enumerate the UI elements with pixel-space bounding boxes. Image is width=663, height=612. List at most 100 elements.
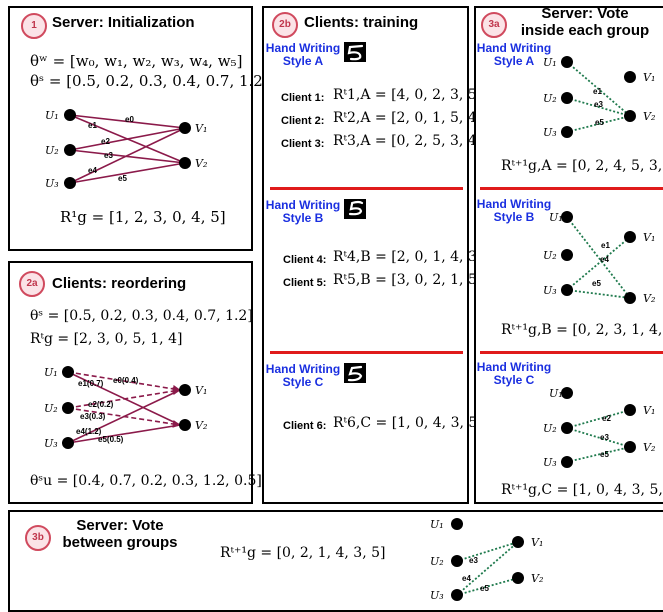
node-v2	[624, 292, 636, 304]
edge-e2	[69, 127, 186, 151]
client-5-ranking: Rᵗ5,B = [3, 0, 2, 1, 5, 4]	[333, 272, 501, 288]
initial-ranking-equation: R¹g = [1, 2, 3, 0, 4, 5]	[60, 208, 226, 226]
node-label-v1: V₁	[643, 404, 655, 417]
client-4-label: Client 4:	[283, 254, 327, 266]
node-u3	[561, 456, 573, 468]
digit-glyphs	[347, 44, 364, 382]
panel-2a-title: Clients: reordering	[52, 275, 187, 292]
panel-1-title: Server: Initialization	[52, 14, 195, 31]
step-badge-2b: 2b	[272, 12, 298, 38]
edge-e1	[566, 216, 631, 299]
theta-w-equation: θʷ = [w₀, w₁, w₂, w₃, w₄, w₅]	[30, 52, 243, 70]
node-u3	[64, 177, 76, 189]
edge-label-e3: e3(0.3)	[80, 412, 106, 421]
edge-label-e2: e2	[602, 414, 611, 423]
edge-label-e5: e5(0.5)	[98, 435, 124, 444]
edge-e2	[67, 387, 181, 409]
node-u2	[561, 92, 573, 104]
node-u3	[561, 284, 573, 296]
edge-label-e4: e4	[88, 166, 97, 175]
node-u2	[64, 144, 76, 156]
client-2-label: Client 2:	[281, 115, 325, 127]
node-v1	[179, 122, 191, 134]
edge-e3	[566, 427, 631, 448]
edge-e0	[69, 114, 186, 129]
node-v2	[179, 157, 191, 169]
group-divider	[480, 351, 663, 354]
edge-label-e3: e3	[104, 151, 113, 160]
edge-label-e0: e0	[125, 115, 134, 124]
edge-e2	[566, 409, 631, 429]
group-b-vote-result: Rᵗ⁺¹g,B = [0, 2, 3, 1, 4, 5]	[501, 322, 663, 338]
node-label-u1: U₁	[549, 387, 563, 400]
client-6-ranking: Rᵗ6,C = [1, 0, 4, 3, 5, 2]	[333, 415, 501, 431]
node-v2	[624, 110, 636, 122]
node-u1	[561, 387, 573, 399]
node-label-u3: U₃	[45, 177, 59, 190]
client-5-label: Client 5:	[283, 277, 327, 289]
client-1-label: Client 1:	[281, 92, 325, 104]
node-label-u2: U₂	[543, 249, 557, 262]
edge-label-e1: e1	[593, 87, 602, 96]
node-label-v2: V₂	[643, 110, 655, 123]
edge-e5	[566, 115, 631, 133]
edge-label-e5: e5	[118, 174, 127, 183]
panel-2b-title: Clients: training	[304, 14, 419, 31]
client-1-ranking: Rᵗ1,A = [4, 0, 2, 3, 5, 1]	[333, 87, 500, 103]
edge-label-e4: e4(1.2)	[76, 427, 102, 436]
edge-e4	[566, 236, 631, 291]
node-label-u3: U₃	[543, 284, 557, 297]
node-u1	[451, 518, 463, 530]
client-6-label: Client 6:	[283, 420, 327, 432]
node-label-v1: V₁	[531, 536, 543, 549]
node-label-v1: V₁	[643, 231, 655, 244]
node-label-u2: U₂	[543, 422, 557, 435]
step-badge-2a: 2a	[19, 271, 45, 297]
node-label-v1: V₁	[195, 384, 207, 397]
group-divider	[270, 187, 463, 190]
node-label-v1: V₁	[643, 71, 655, 84]
edge-e4	[456, 541, 519, 596]
node-u2	[561, 249, 573, 261]
edge-e1	[566, 61, 631, 117]
node-v1	[512, 536, 524, 548]
node-label-u2: U₂	[44, 402, 58, 415]
step-badge-1: 1	[21, 13, 47, 39]
node-v1	[624, 404, 636, 416]
node-u1	[561, 211, 573, 223]
edge-e3	[69, 149, 186, 164]
edge-label-e4: e4	[462, 574, 471, 583]
edge-label-e5: e5	[480, 584, 489, 593]
node-label-v2: V₂	[195, 157, 207, 170]
edge-e4	[67, 389, 181, 444]
edge-label-e3: e3	[594, 100, 603, 109]
edge-label-e5: e5	[595, 118, 604, 127]
group-c-vote-graph: e2 e3 e5 U₁ U₂ U₃ V₁ V₂	[543, 387, 655, 469]
node-u1	[62, 366, 74, 378]
step-badge-3a: 3a	[481, 12, 507, 38]
group-c-vote-result: Rᵗ⁺¹g,C = [1, 0, 4, 3, 5, 2]	[501, 482, 663, 498]
node-u1	[64, 109, 76, 121]
node-v2	[624, 441, 636, 453]
client-4-ranking: Rᵗ4,B = [2, 0, 1, 4, 3, 5]	[333, 249, 501, 265]
edge-label-e0: e0(0.4)	[113, 376, 139, 385]
edge-label-e5: e5	[592, 279, 601, 288]
node-label-u3: U₃	[430, 589, 444, 602]
node-label-u2: U₂	[543, 92, 557, 105]
node-label-u1: U₁	[430, 518, 444, 531]
edge-label-e1: e1	[88, 121, 97, 130]
panel-clients-training	[262, 6, 469, 504]
group-a-vote-result: Rᵗ⁺¹g,A = [0, 2, 4, 5, 3, 1]	[501, 158, 663, 174]
node-label-u3: U₃	[543, 126, 557, 139]
edge-e5	[456, 577, 519, 596]
node-label-u1: U₁	[45, 109, 59, 122]
node-v1	[179, 384, 191, 396]
edge-e5	[566, 289, 631, 299]
